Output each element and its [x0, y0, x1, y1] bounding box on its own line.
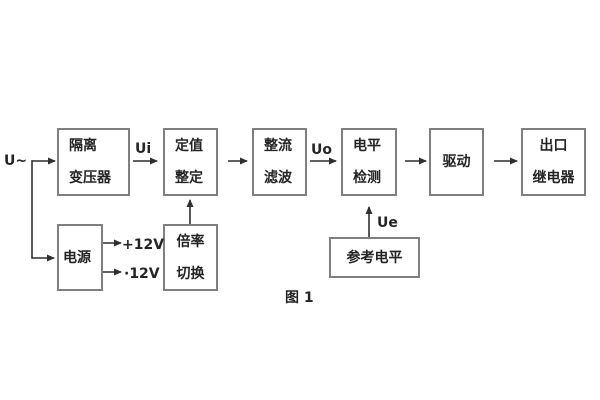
rail-negative-label: ·12V: [124, 266, 160, 282]
block-label-line: 隔离: [69, 138, 97, 154]
block-label-line: 参考电平: [346, 249, 403, 266]
block-label-line: 整定: [175, 170, 203, 186]
block-label-line: 滤波: [264, 170, 292, 186]
rail-positive-label: +12V: [122, 237, 165, 253]
block-label-line: 继电器: [532, 170, 575, 186]
block-label-line: 电平: [353, 138, 381, 154]
block-rectifier-filter: 整流 滤波: [252, 128, 307, 196]
block-label-line: 整流: [264, 138, 292, 154]
block-label-line: 检测: [353, 170, 381, 186]
block-label-line: 定值: [175, 138, 203, 154]
block-label-line: 切换: [176, 265, 205, 282]
block-label-line: 倍率: [176, 233, 205, 250]
block-label-line: 出口: [539, 138, 568, 154]
ue-label: Ue: [377, 215, 398, 231]
input-signal-label: U~: [4, 153, 28, 169]
block-level-detector: 电平 检测: [341, 128, 397, 196]
uo-label: Uo: [311, 142, 332, 158]
block-driver: 驱动: [429, 128, 484, 196]
block-isolation-transformer: 隔离 变压器: [57, 128, 130, 196]
block-output-relay: 出口 继电器: [521, 128, 586, 196]
block-label-line: 电源: [63, 249, 91, 266]
block-setting-adjust: 定值 整定: [163, 128, 218, 196]
block-reference-level: 参考电平: [329, 237, 420, 278]
block-power-supply: 电源: [57, 224, 103, 291]
ui-label: Ui: [135, 141, 152, 157]
block-ratio-switch: 倍率 切换: [163, 224, 218, 291]
block-label-line: 变压器: [69, 170, 111, 186]
figure-caption: 图 1: [285, 290, 314, 306]
block-label-line: 驱动: [442, 154, 471, 170]
